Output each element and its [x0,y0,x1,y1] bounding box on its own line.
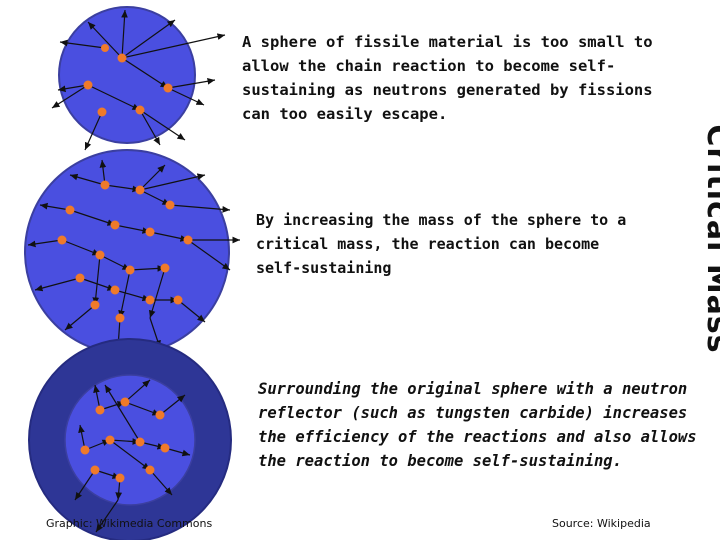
small-sphere-group [51,6,226,151]
page-title: Critical Mass [700,124,720,354]
fission-events-reflector [80,397,170,483]
reflector-description: Surrounding the original sphere with a n… [258,380,697,470]
graphic-credit: Graphic: Wikimedia Commons [46,517,213,530]
critical-mass-description: By increasing the mass of the sphere to … [256,211,627,277]
neutron-arrows-small [51,9,226,151]
small-sphere-description: A sphere of fissile material is too smal… [242,33,653,123]
neutron-arrows-critical [27,159,240,349]
reflector-sphere-group [28,338,232,540]
source-credit: Source: Wikipedia [552,517,651,530]
fission-events-critical [57,180,193,323]
small-sphere [58,6,196,144]
critical-sphere-group [24,149,240,355]
critical-sphere [24,149,230,355]
fission-events-small [83,44,173,117]
